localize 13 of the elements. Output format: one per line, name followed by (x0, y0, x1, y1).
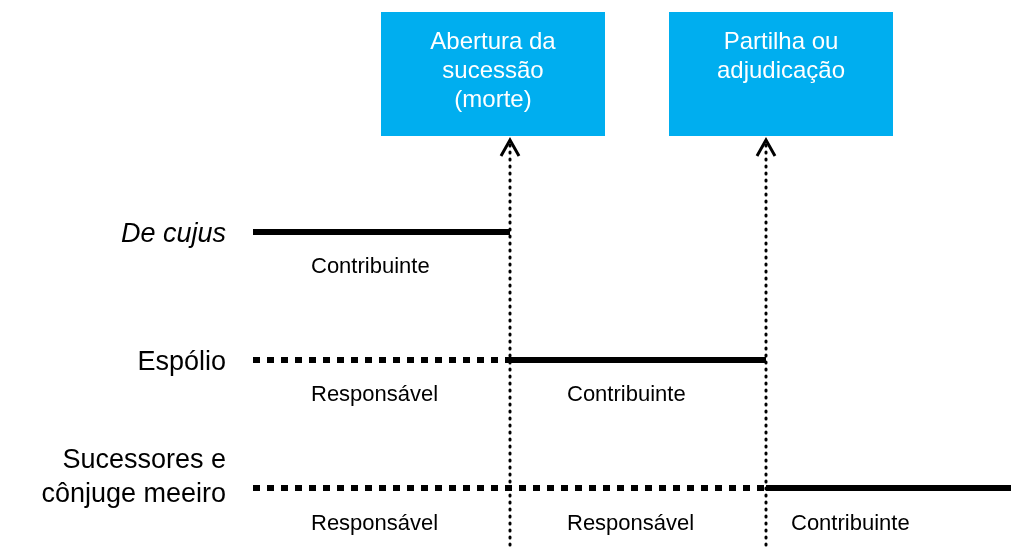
role-label: Contribuinte (567, 380, 686, 408)
event-box: Partilha ou adjudicação (669, 12, 893, 136)
row-label: De cujus (120, 217, 226, 250)
row-label: Sucessores e cônjuge meeiro (40, 443, 226, 510)
event-box: Abertura da sucessão (morte) (381, 12, 605, 136)
role-label: Responsável (567, 509, 695, 537)
role-label: Responsável (311, 509, 439, 537)
arrow (755, 138, 777, 547)
arrow (499, 138, 521, 547)
row-label: Espólio (137, 345, 226, 378)
role-label: Responsável (311, 380, 439, 408)
role-label: Contribuinte (311, 252, 430, 280)
role-label: Contribuinte (791, 509, 910, 537)
